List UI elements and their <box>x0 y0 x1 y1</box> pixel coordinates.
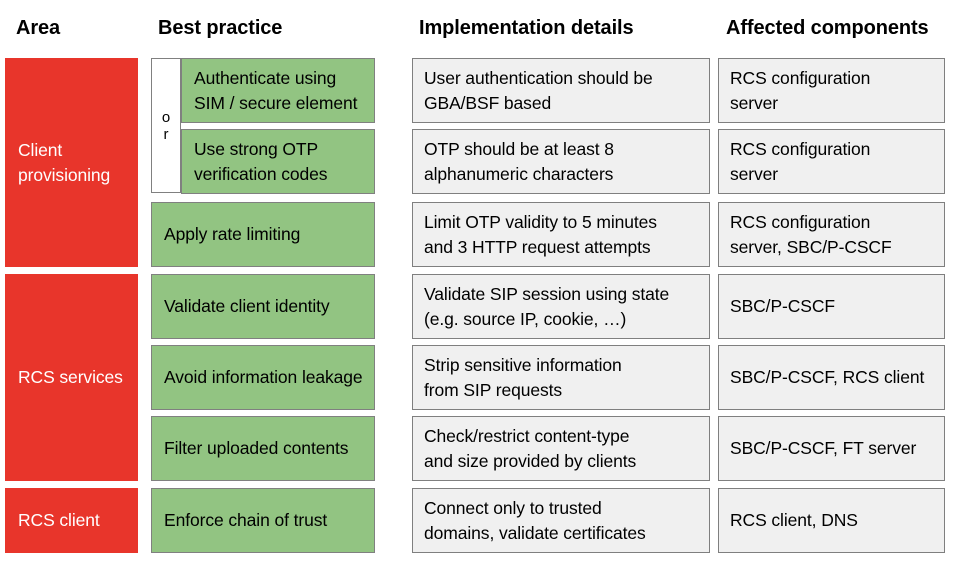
implementation-detail-line2: (e.g. source IP, cookie, …) <box>424 308 627 329</box>
affected-components-line1: RCS client, DNS <box>730 510 858 530</box>
best-practice-line1: Apply rate limiting <box>164 224 301 244</box>
implementation-detail-line1: Validate SIP session using state <box>424 283 670 304</box>
affected-components-line1: RCS configuration <box>730 138 871 159</box>
implementation-detail-cell[interactable]: Connect only to trusted domains, validat… <box>412 488 710 553</box>
affected-components-cell[interactable]: RCS configuration server <box>718 58 945 123</box>
area-cell-client-provisioning: Client provisioning <box>5 58 138 267</box>
affected-components-line1: SBC/P-CSCF, FT server <box>730 438 917 458</box>
implementation-detail-cell[interactable]: Validate SIP session using state (e.g. s… <box>412 274 710 339</box>
or-connector-line2: r <box>163 125 169 143</box>
best-practice-line2: SIM / secure element <box>194 92 358 113</box>
implementation-detail-cell[interactable]: Check/restrict content-type and size pro… <box>412 416 710 481</box>
best-practice-line1: Enforce chain of trust <box>164 510 328 530</box>
best-practice-cell[interactable]: Avoid information leakage <box>151 345 375 410</box>
implementation-detail-line1: Connect only to trusted <box>424 497 602 518</box>
affected-components-line1: RCS configuration <box>730 211 871 232</box>
best-practice-line1: Avoid information leakage <box>164 367 363 387</box>
area-label-line1: Client <box>18 139 63 160</box>
column-header-affected-components: Affected components <box>726 17 929 39</box>
best-practice-line1: Use strong OTP <box>194 138 319 159</box>
affected-components-line2: server, SBC/P-CSCF <box>730 236 892 257</box>
best-practice-cell[interactable]: Apply rate limiting <box>151 202 375 267</box>
implementation-detail-line1: User authentication should be <box>424 67 653 88</box>
best-practice-cell[interactable]: Use strong OTP verification codes <box>181 129 375 194</box>
area-label-line1: RCS services <box>18 367 123 387</box>
implementation-detail-line1: Check/restrict content-type <box>424 425 630 446</box>
implementation-detail-line1: Strip sensitive information <box>424 354 622 375</box>
implementation-detail-cell[interactable]: OTP should be at least 8 alphanumeric ch… <box>412 129 710 194</box>
affected-components-line1: SBC/P-CSCF <box>730 296 835 316</box>
implementation-detail-cell[interactable]: Strip sensitive information from SIP req… <box>412 345 710 410</box>
implementation-detail-line2: from SIP requests <box>424 379 563 400</box>
implementation-detail-cell[interactable]: User authentication should be GBA/BSF ba… <box>412 58 710 123</box>
area-label-line2: provisioning <box>18 164 111 185</box>
implementation-detail-line2: GBA/BSF based <box>424 92 552 113</box>
column-header-best-practice: Best practice <box>158 17 283 39</box>
implementation-detail-line1: Limit OTP validity to 5 minutes <box>424 211 657 232</box>
affected-components-cell[interactable]: RCS configuration server <box>718 129 945 194</box>
best-practice-cell[interactable]: Enforce chain of trust <box>151 488 375 553</box>
affected-components-line1: SBC/P-CSCF, RCS client <box>730 367 925 387</box>
best-practice-cell[interactable]: Authenticate using SIM / secure element <box>181 58 375 123</box>
area-cell-rcs-services: RCS services <box>5 274 138 481</box>
or-connector-line1: o <box>161 108 171 126</box>
table-header-row: Area Best practice Implementation detail… <box>0 14 954 48</box>
affected-components-cell[interactable]: SBC/P-CSCF, FT server <box>718 416 945 481</box>
best-practice-cell[interactable]: Filter uploaded contents <box>151 416 375 481</box>
affected-components-cell[interactable]: SBC/P-CSCF <box>718 274 945 339</box>
affected-components-line2: server <box>730 92 779 113</box>
implementation-detail-line1: OTP should be at least 8 <box>424 138 614 159</box>
best-practice-line1: Validate client identity <box>164 296 330 316</box>
best-practice-line1: Authenticate using <box>194 67 337 88</box>
best-practice-line2: verification codes <box>194 163 328 184</box>
column-header-implementation-details: Implementation details <box>419 17 634 39</box>
best-practice-cell[interactable]: Validate client identity <box>151 274 375 339</box>
affected-components-cell[interactable]: RCS client, DNS <box>718 488 945 553</box>
implementation-detail-line2: and size provided by clients <box>424 450 637 471</box>
area-cell-rcs-client: RCS client <box>5 488 138 553</box>
affected-components-line2: server <box>730 163 779 184</box>
best-practice-line1: Filter uploaded contents <box>164 438 349 458</box>
column-header-area: Area <box>16 17 61 39</box>
or-connector: o r <box>151 58 181 193</box>
affected-components-cell[interactable]: SBC/P-CSCF, RCS client <box>718 345 945 410</box>
affected-components-cell[interactable]: RCS configuration server, SBC/P-CSCF <box>718 202 945 267</box>
implementation-detail-cell[interactable]: Limit OTP validity to 5 minutes and 3 HT… <box>412 202 710 267</box>
implementation-detail-line2: alphanumeric characters <box>424 163 614 184</box>
implementation-detail-line2: and 3 HTTP request attempts <box>424 236 651 257</box>
implementation-detail-line2: domains, validate certificates <box>424 522 646 543</box>
affected-components-line1: RCS configuration <box>730 67 871 88</box>
area-label-line1: RCS client <box>18 510 100 530</box>
